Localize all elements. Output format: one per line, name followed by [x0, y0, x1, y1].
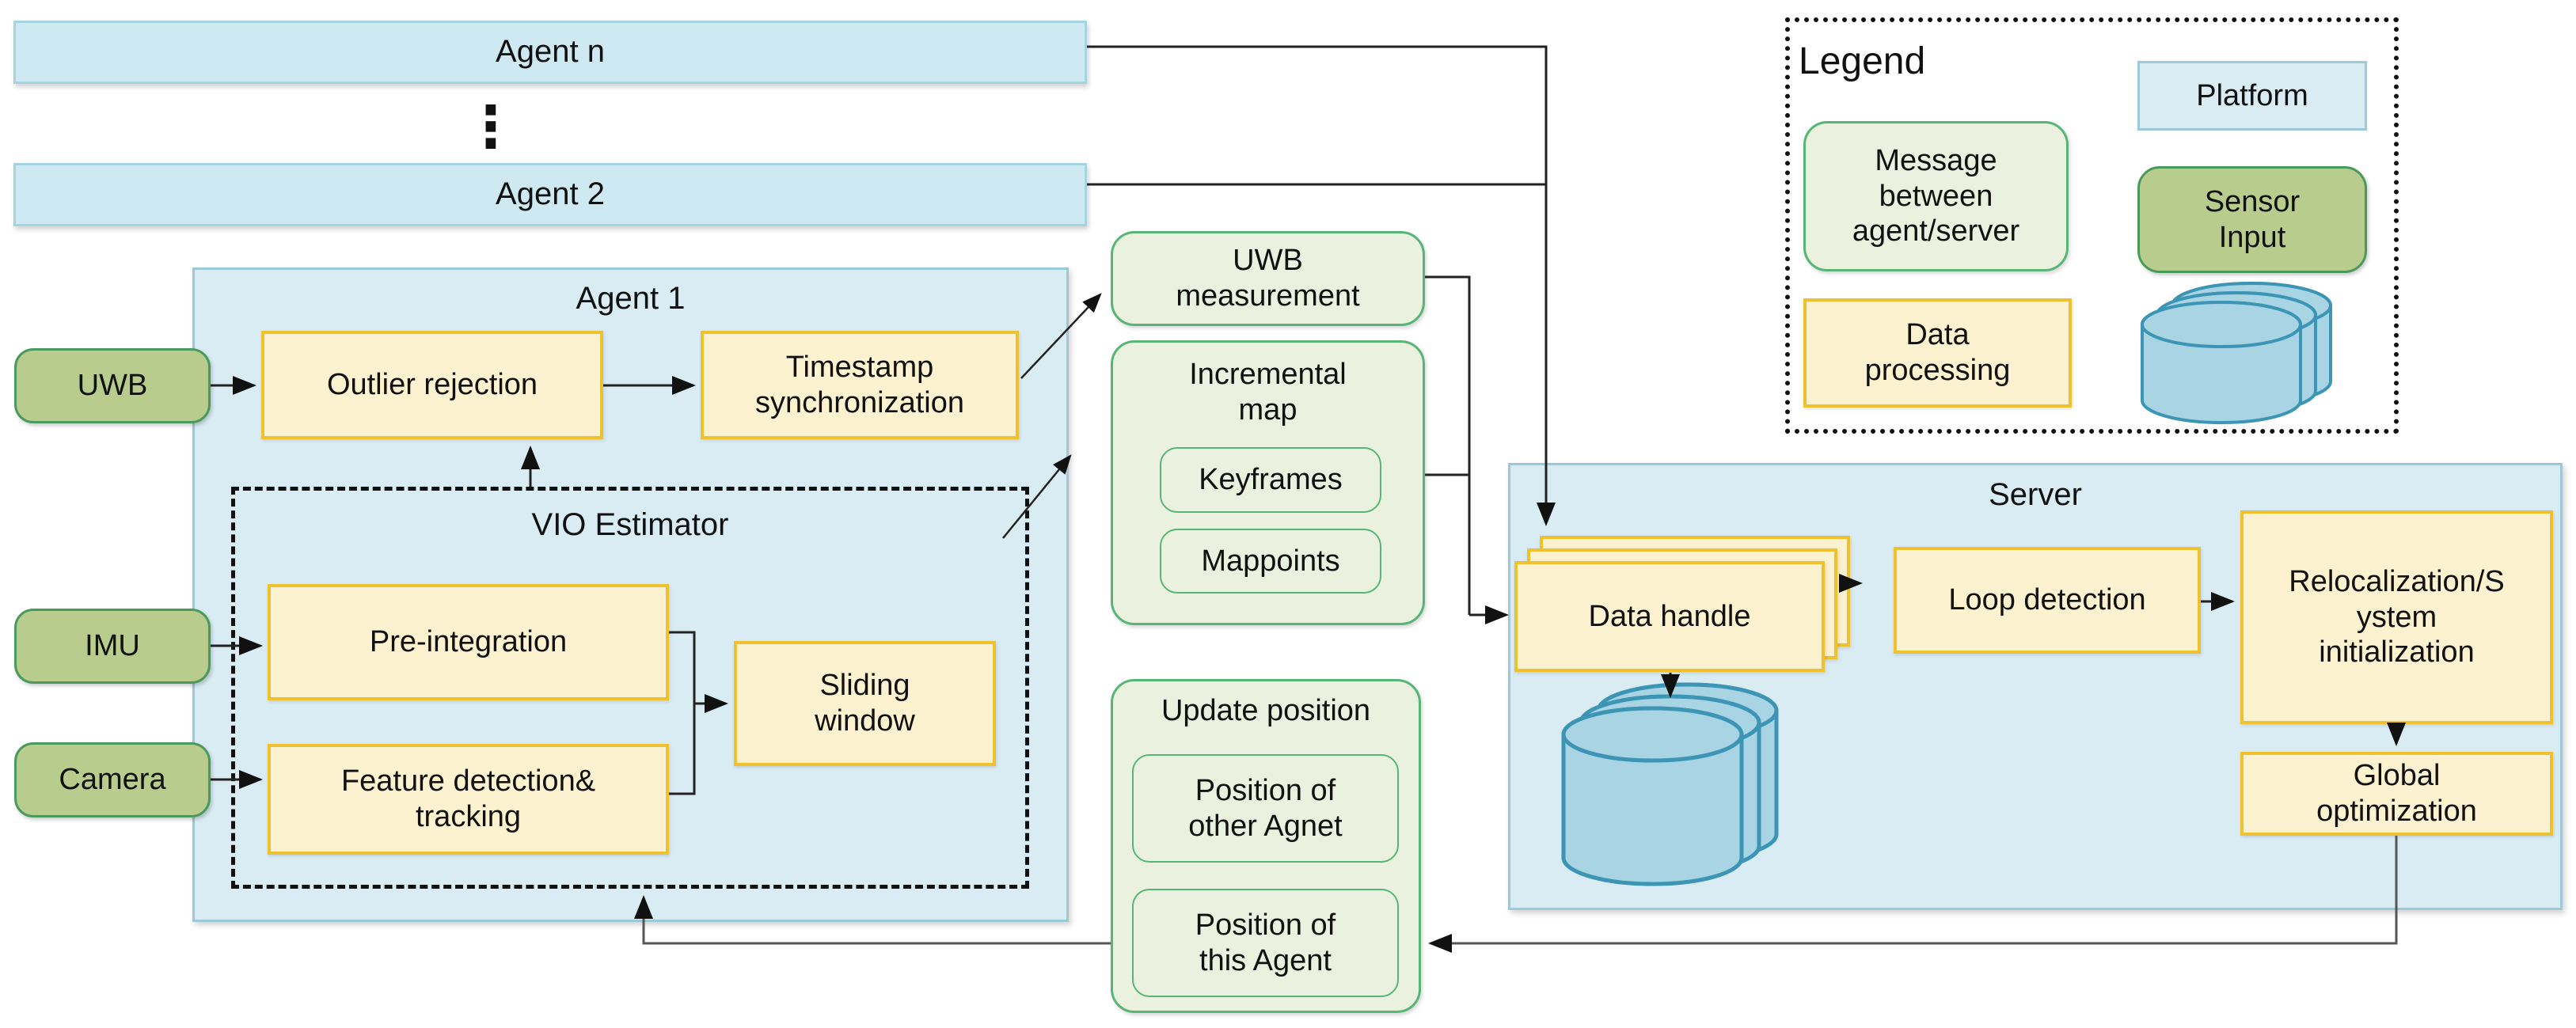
legend-box — [1785, 17, 2399, 434]
map-stack-label: Map stack — [1617, 784, 1688, 853]
data-handle-box: Data handle — [1514, 561, 1825, 672]
position-other-agent-box: Position of other Agnet — [1132, 754, 1399, 863]
vio-estimator-title: VIO Estimator — [531, 507, 729, 543]
camera-sensor: Camera — [14, 742, 211, 817]
loop-detection-box: Loop detection — [1894, 547, 2201, 654]
legend-data-processing-swatch: Data processing — [1803, 298, 2072, 408]
legend-title: Legend — [1799, 40, 1926, 82]
vio-estimator-region — [231, 487, 1029, 889]
update-position-title: Update position — [1161, 693, 1371, 727]
incremental-map-title: Incremental map — [1189, 358, 1347, 427]
position-this-agent-box: Position of this Agent — [1132, 889, 1399, 997]
timestamp-sync-box: Timestamp synchronization — [701, 331, 1019, 439]
legend-data-storage-label: Data storage — [2187, 330, 2283, 396]
server-title: Server — [1989, 477, 2082, 513]
outlier-rejection-box: Outlier rejection — [261, 331, 603, 439]
legend-message-swatch: Message between agent/server — [1803, 121, 2069, 271]
sliding-window-box: Sliding window — [734, 641, 996, 766]
agent-n-bar: Agent n — [13, 21, 1087, 84]
keyframes-box: Keyframes — [1160, 447, 1381, 513]
uwb-measurement-out-line — [1425, 275, 1471, 615]
uwb-measurement-box: UWB measurement — [1111, 231, 1425, 326]
global-optimization-box: Global optimization — [2240, 752, 2553, 836]
legend-platform-swatch: Platform — [2137, 61, 2367, 131]
relocalization-box: Relocalization/S ystem initialization — [2240, 510, 2553, 724]
agent-2-label: Agent 2 — [496, 176, 605, 212]
imu-sensor: IMU — [14, 609, 211, 684]
uwb-sensor: UWB — [14, 348, 211, 423]
feature-detection-box: Feature detection& tracking — [268, 744, 669, 855]
agent-1-title: Agent 1 — [576, 281, 686, 317]
pre-integration-box: Pre-integration — [268, 584, 669, 700]
legend-sensor-input-swatch: Sensor Input — [2137, 166, 2367, 273]
mappoints-box: Mappoints — [1160, 529, 1381, 594]
agent-n-label: Agent n — [496, 34, 605, 70]
agents-ellipsis: ⋮ — [462, 95, 519, 159]
agent-2-bar: Agent 2 — [13, 163, 1087, 226]
